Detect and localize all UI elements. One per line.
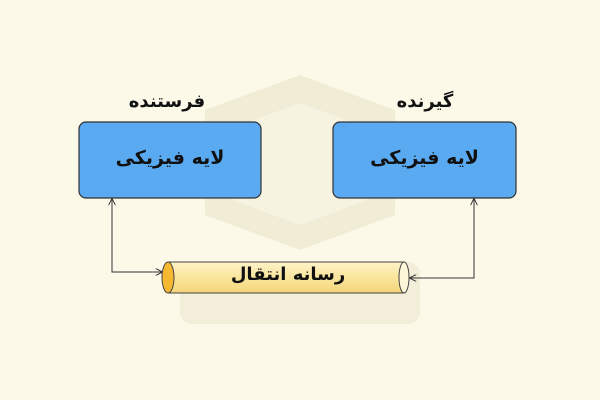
receiver-layer-box [332,121,517,199]
medium-label: رسانه انتقال [230,264,346,285]
sender-title: فرستنده [128,91,206,112]
receiver-connector-arrow [410,199,474,278]
sender-connector-arrow [112,199,162,272]
transmission-pipe [161,261,410,294]
sender-layer-label: لایه فیزیکی [115,147,225,169]
receiver-title: گیرنده [396,91,454,112]
sender-layer-box [78,121,262,199]
receiver-layer-label: لایه فیزیکی [370,147,479,169]
pipe-left-opening [161,261,175,294]
